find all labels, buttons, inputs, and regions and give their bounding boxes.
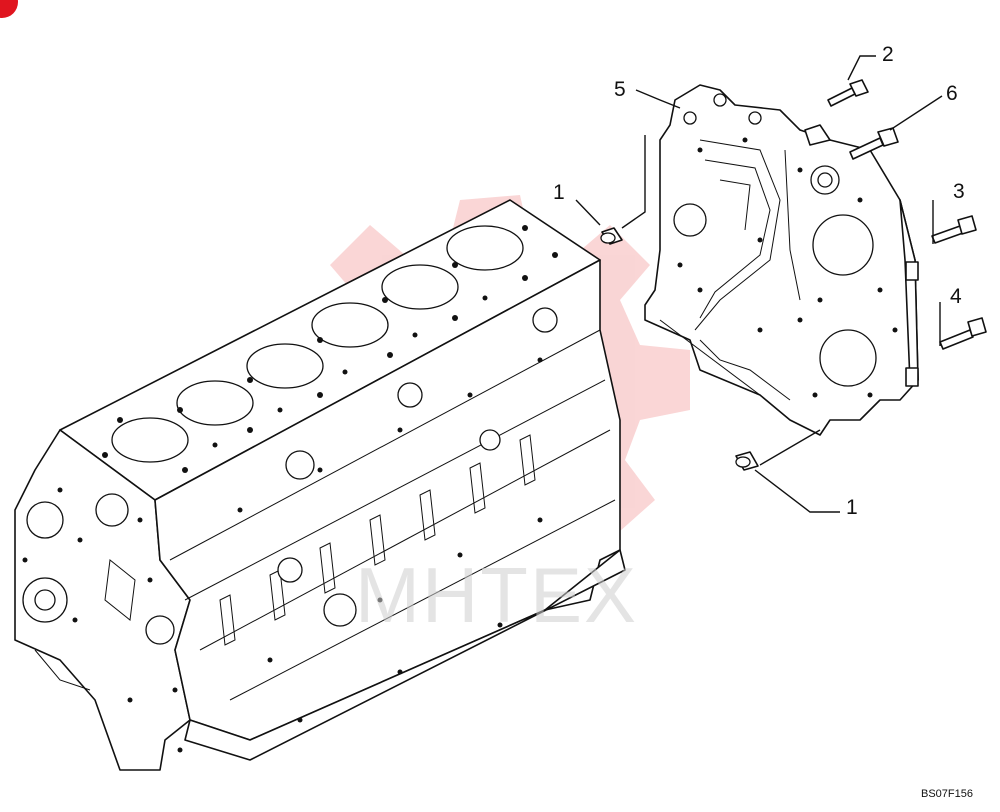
callout-4: 4 [950,285,962,308]
bolt-6 [849,127,899,160]
callout-1-lower: 1 [846,496,858,519]
bolt-4 [939,317,987,350]
figure-reference: BS07F156 [921,788,973,800]
watermark-text: MHTEX [355,551,638,639]
leader-lines [575,55,943,513]
callout-1-upper: 1 [553,181,565,204]
callout-3: 3 [953,180,965,203]
bolt-2 [827,79,869,107]
gear-housing-plate [644,84,919,436]
bushing-upper [600,227,623,245]
bolt-3 [931,215,977,244]
callout-5: 5 [614,78,626,101]
callout-6: 6 [946,82,958,105]
brand-corner-mark [0,0,18,18]
bushing-lower [735,451,759,471]
engine-block [14,199,626,771]
callout-2: 2 [882,43,894,66]
